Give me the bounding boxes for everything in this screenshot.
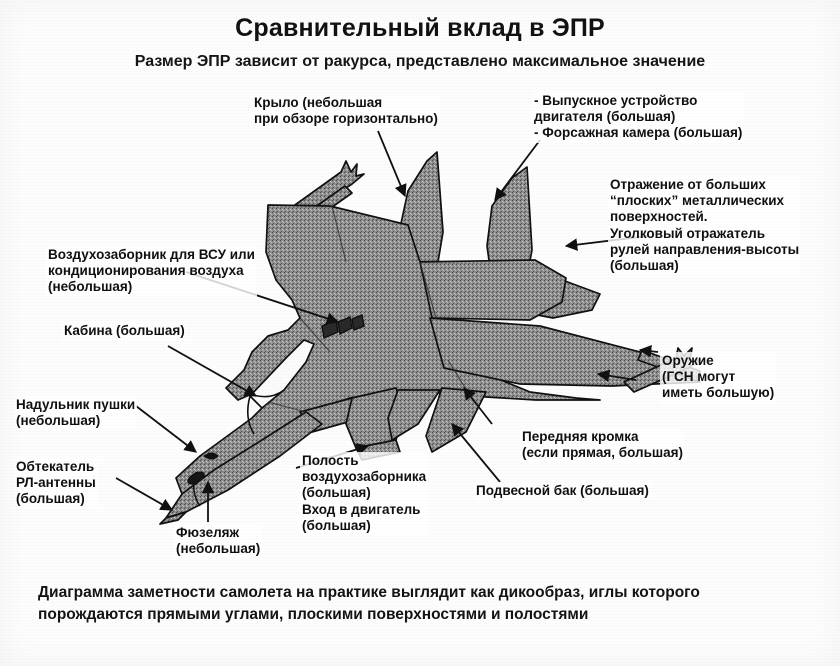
footer-note: Диаграмма заметности самолета на практик… (38, 584, 700, 624)
gun-muzzle-port (203, 452, 219, 460)
page-subtitle: Размер ЭПР зависит от ракурса, представл… (134, 53, 706, 70)
apu-intake-louvers (321, 314, 365, 339)
callout-intake-cavity: Полость воздухозаборника (большая) Вход … (300, 452, 429, 535)
page-title: Сравнительный вклад в ЭПР (235, 14, 605, 42)
callout-apu-intake: Воздухозаборник для ВСУ или кондициониро… (46, 246, 257, 297)
callout-cockpit: Кабина (большая) (62, 322, 187, 341)
callout-weapons: Оружие (ГСН могут иметь большую) (660, 352, 777, 403)
callout-wing: Крыло (небольшая при обзоре горизонтальн… (252, 94, 440, 129)
callout-radome: Обтекатель РЛ-антенны (большая) (14, 458, 98, 509)
callout-fuselage: Фюзеляж (небольшая) (174, 524, 263, 559)
callout-leading-edge: Передняя кромка (если прямая, большая) (520, 428, 686, 463)
gun-port-ellipse (187, 471, 205, 485)
cockpit-canopy (248, 339, 316, 410)
inner-pylon-fin (387, 389, 441, 441)
callout-drop-tank: Подвесной бак (большая) (474, 482, 651, 501)
callout-flat-surfaces: Отражение от больших “плоских” металличе… (608, 176, 802, 276)
panel-seams (267, 205, 471, 413)
radome (159, 511, 187, 525)
callout-engine-exhaust: - Выпускное устройство двигателя (больша… (532, 92, 745, 143)
callout-gun-muzzle: Надульник пушки (небольшая) (14, 396, 138, 431)
canopy-frame-arc (246, 395, 255, 435)
